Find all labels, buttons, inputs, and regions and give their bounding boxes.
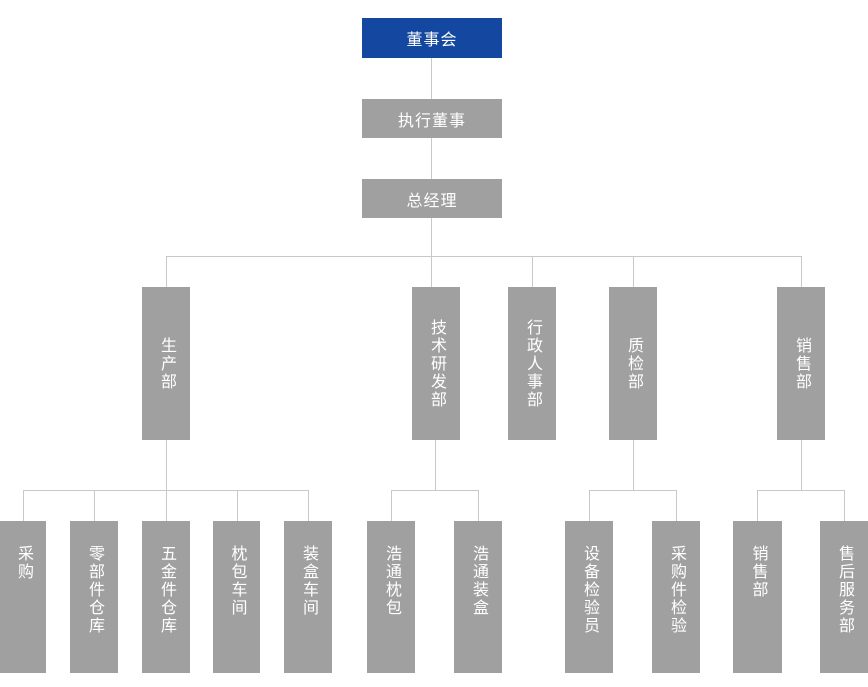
node-label: 采购件检验 [668, 545, 685, 635]
node-executive-director: 执行董事 [362, 99, 502, 138]
connector-line [431, 218, 432, 256]
node-label: 浩通枕包 [383, 545, 400, 617]
connector-line [166, 491, 167, 521]
connector-line [237, 491, 238, 521]
node-haotong-pillow-pack: 浩通枕包 [367, 521, 415, 673]
node-label: 销售部 [749, 545, 767, 599]
node-label: 销售部 [793, 336, 810, 391]
node-label: 枕包车间 [228, 545, 246, 617]
connector-line [94, 491, 95, 521]
node-parts-warehouse: 零部件仓库 [70, 521, 118, 673]
connector-line [166, 257, 167, 287]
connector-line [844, 491, 845, 521]
node-haotong-box-packing: 浩通装盒 [454, 521, 502, 673]
node-label: 总经理 [406, 192, 458, 210]
node-equipment-inspector: 设备检验员 [565, 521, 613, 673]
node-label: 五金件仓库 [158, 545, 175, 635]
connector-line [23, 490, 309, 491]
node-label: 采购 [15, 545, 32, 581]
node-label: 设备检验员 [581, 545, 598, 635]
connector-line [435, 440, 436, 490]
node-board-of-directors: 董事会 [362, 18, 502, 58]
node-quality-inspection-dept: 质检部 [609, 287, 657, 440]
connector-line [431, 138, 432, 179]
node-label: 质检部 [625, 336, 642, 391]
connector-line [757, 491, 758, 521]
node-tech-rnd-dept: 技术研发部 [412, 287, 460, 440]
node-label: 浩通装盒 [470, 545, 487, 617]
connector-line [431, 58, 432, 99]
node-production-dept: 生产部 [142, 287, 190, 440]
node-label: 行政人事部 [524, 318, 541, 409]
node-label: 售后服务部 [836, 545, 853, 635]
connector-line [801, 440, 802, 490]
node-hardware-warehouse: 五金件仓库 [142, 521, 190, 673]
connector-line [633, 257, 634, 287]
node-label: 零部件仓库 [86, 545, 103, 635]
connector-line [478, 491, 479, 521]
node-label: 装盒车间 [300, 545, 317, 617]
node-label: 董事会 [406, 32, 458, 49]
node-sales-dept: 销售部 [777, 287, 825, 440]
node-general-manager: 总经理 [362, 179, 502, 218]
connector-line [676, 491, 677, 521]
connector-line [431, 257, 432, 287]
connector-line [308, 491, 309, 521]
node-box-packing-workshop: 装盒车间 [284, 521, 332, 673]
connector-line [589, 490, 677, 491]
connector-line [757, 490, 845, 491]
node-label: 执行董事 [397, 112, 466, 130]
connector-line [633, 440, 634, 490]
connector-line [166, 440, 167, 490]
connector-line [166, 256, 802, 257]
node-admin-hr-dept: 行政人事部 [508, 287, 556, 440]
connector-line [23, 491, 24, 521]
node-pillow-pack-workshop: 枕包车间 [213, 521, 260, 673]
node-purchased-parts-inspection: 采购件检验 [652, 521, 700, 673]
connector-line [532, 257, 533, 287]
node-sales-sub-dept: 销售部 [733, 521, 782, 673]
node-label: 技术研发部 [428, 318, 445, 409]
connector-line [391, 490, 479, 491]
node-procurement: 采购 [0, 521, 46, 673]
node-after-sales-service-dept: 售后服务部 [820, 521, 868, 673]
connector-line [589, 491, 590, 521]
connector-line [801, 257, 802, 287]
connector-line [391, 491, 392, 521]
node-label: 生产部 [158, 336, 175, 391]
